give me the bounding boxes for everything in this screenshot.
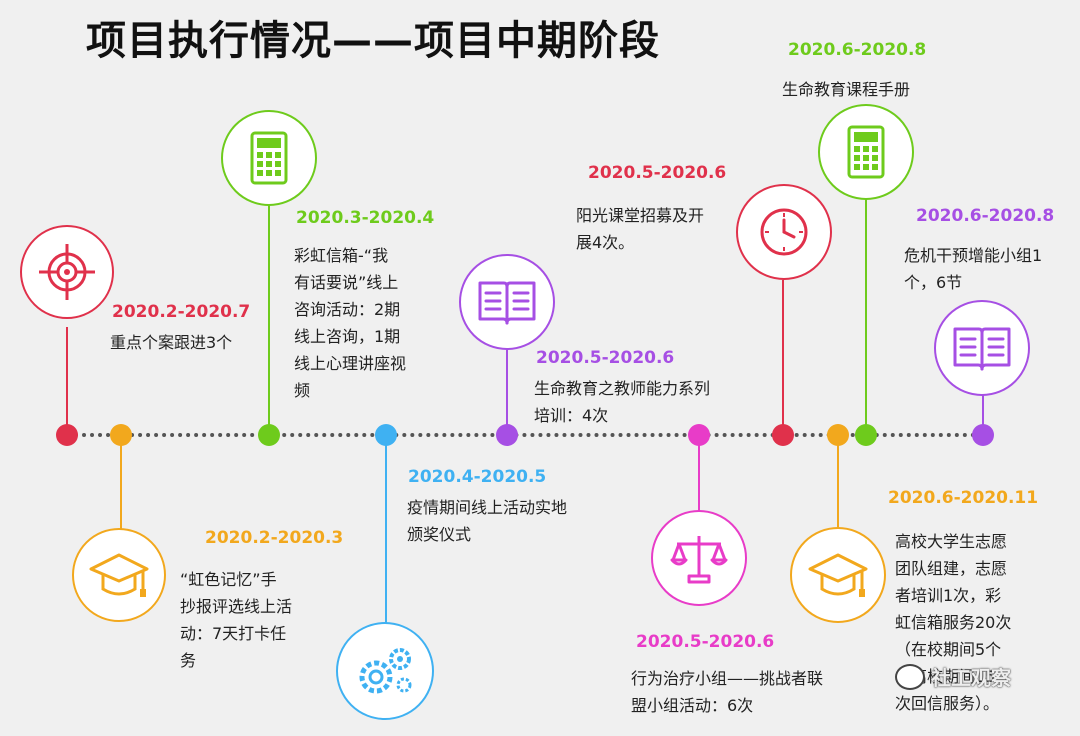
event-description: 阳光课堂招募及开 展4次。 xyxy=(576,206,705,252)
connector xyxy=(982,395,984,435)
timeline-line xyxy=(66,433,984,437)
watermark: 社工观察 xyxy=(895,662,1011,691)
event-date: 2020.6-2020.11 xyxy=(888,488,1039,508)
event-description: 疫情期间线上活动实地 颁奖仪式 xyxy=(407,498,568,544)
timeline-dot xyxy=(772,424,794,446)
timeline-dot xyxy=(855,424,877,446)
event-date: 2020.5-2020.6 xyxy=(536,348,675,368)
wechat-icon xyxy=(895,663,925,690)
timeline-dot xyxy=(110,424,132,446)
timeline-dot xyxy=(56,424,78,446)
event-description: 生命教育课程手册 xyxy=(782,80,911,99)
event-date: 2020.6-2020.8 xyxy=(788,40,927,60)
event-icon-circle xyxy=(934,300,1030,396)
event-icon-circle xyxy=(790,527,886,623)
page-title: 项目执行情况——项目中期阶段 xyxy=(86,18,660,64)
timeline-dot xyxy=(496,424,518,446)
gears-icon xyxy=(359,648,412,694)
event-icon-circle xyxy=(818,104,914,200)
event-date: 2020.4-2020.5 xyxy=(408,467,547,487)
event-description: 彩虹信箱-“我 有话要说”线上 咨询活动：2期 线上咨询，1期 线上心理讲座视 … xyxy=(294,246,407,400)
timeline-dot xyxy=(688,424,710,446)
connector xyxy=(120,435,122,530)
connector xyxy=(865,198,867,435)
book-icon xyxy=(953,327,1011,371)
calculator-icon xyxy=(847,125,885,179)
event-date: 2020.2-2020.7 xyxy=(112,302,251,322)
watermark-text: 社工观察 xyxy=(931,666,1011,690)
event-description: 重点个案跟进3个 xyxy=(110,333,233,352)
connector xyxy=(698,435,700,512)
event-icon-circle xyxy=(72,528,166,622)
timeline-dot xyxy=(375,424,397,446)
timeline-dot xyxy=(972,424,994,446)
connector xyxy=(268,204,270,435)
timeline-dot xyxy=(827,424,849,446)
book-icon xyxy=(478,281,536,325)
event-icon-circle xyxy=(651,510,747,606)
clock-icon xyxy=(760,208,808,256)
event-icon-circle xyxy=(20,225,114,319)
event-description: 行为治疗小组——挑战者联 盟小组活动：6次 xyxy=(631,669,824,715)
connector xyxy=(837,435,839,527)
event-icon-circle xyxy=(336,622,434,720)
connector xyxy=(506,350,508,435)
event-icon-circle xyxy=(221,110,317,206)
event-date: 2020.2-2020.3 xyxy=(205,528,344,548)
event-description: 危机干预增能小组1 个，6节 xyxy=(904,246,1043,292)
connector xyxy=(782,280,784,435)
event-date: 2020.6-2020.8 xyxy=(916,206,1055,226)
event-date: 2020.5-2020.6 xyxy=(588,163,727,183)
graduation-cap-icon xyxy=(89,553,149,597)
event-description: 生命教育之教师能力系列 培训：4次 xyxy=(534,379,711,425)
event-description: “虹色记忆”手 抄报评选线上活 动：7天打卡任 务 xyxy=(180,570,293,670)
scales-icon xyxy=(670,536,728,584)
event-date: 2020.3-2020.4 xyxy=(296,208,435,228)
target-icon xyxy=(39,244,95,300)
connector xyxy=(385,435,387,625)
event-icon-circle xyxy=(459,254,555,350)
timeline-dot xyxy=(258,424,280,446)
connector xyxy=(66,327,68,435)
event-icon-circle xyxy=(736,184,832,280)
event-date: 2020.5-2020.6 xyxy=(636,632,775,652)
graduation-cap-icon xyxy=(808,553,868,597)
calculator-icon xyxy=(250,131,288,185)
